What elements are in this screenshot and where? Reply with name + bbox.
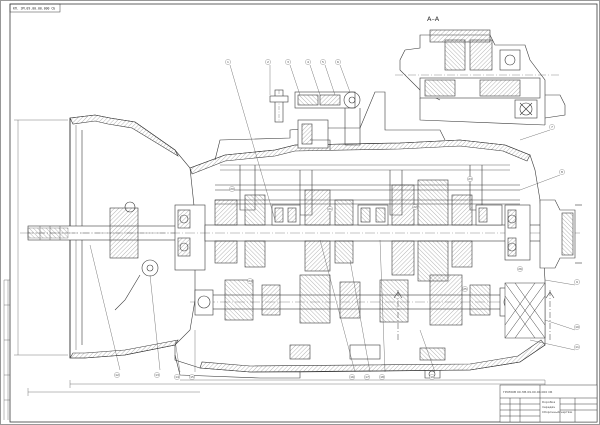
callout-number: 20: [230, 187, 234, 191]
gear-main-7: [451, 194, 473, 226]
callout-marker: [574, 344, 580, 350]
gear-main-6: [417, 179, 449, 226]
counter-gear-7: [469, 284, 491, 316]
corner-stamp-text: КП. ЗМ.09.00.00.000 СБ: [13, 7, 55, 11]
callout-marker: [247, 278, 253, 284]
callout-marker: [559, 169, 565, 175]
callout-marker: [517, 266, 523, 272]
callout-marker: [225, 59, 231, 65]
callout-number: 21: [328, 207, 332, 211]
oil-pan: [174, 354, 301, 379]
callout-marker: [327, 206, 333, 212]
callout-number: 2: [267, 60, 269, 64]
callout-marker: [229, 186, 235, 192]
counter-gear-1: [224, 279, 254, 321]
callout-number: 14: [175, 375, 179, 379]
section-a-a-label: А–А: [427, 15, 440, 23]
callout-number: 6: [337, 60, 339, 64]
corner-stamp: КП. ЗМ.09.00.00.000 СБ: [9, 3, 61, 13]
callout-marker: [265, 59, 271, 65]
callout-marker: [349, 374, 355, 380]
callout-marker: [379, 374, 385, 380]
callout-number: 22: [413, 205, 417, 209]
callout-number: 16: [350, 375, 354, 379]
callout-number: 1: [227, 60, 229, 64]
callout-marker: [335, 59, 341, 65]
callout-marker: [467, 176, 473, 182]
callout-number: 23: [468, 177, 472, 181]
callout-marker: [462, 286, 468, 292]
callout-marker: [574, 279, 580, 285]
shift-ball: [343, 91, 361, 109]
bell-housing-wall-hatch: [69, 114, 179, 157]
callout-marker: [305, 59, 311, 65]
counter-gear-6: [429, 274, 463, 326]
release-fork-pivot: [124, 201, 136, 213]
callout-number: 19: [430, 375, 434, 379]
callout-marker: [412, 204, 418, 210]
callout-number: 24: [248, 279, 252, 283]
callout-number: 3: [287, 60, 289, 64]
counter-gear-3: [299, 274, 331, 324]
callout-marker: [549, 124, 555, 130]
callout-number: 25: [463, 287, 467, 291]
callout-number: 15: [190, 375, 194, 379]
callout-marker: [429, 374, 435, 380]
callout-marker: [189, 374, 195, 380]
left-binding-strip: [3, 279, 10, 420]
inner-frame: [9, 3, 598, 423]
callout-number: 26: [518, 267, 522, 271]
section-a-a-view: А–А: [395, 15, 566, 126]
callout-number: 8: [561, 170, 563, 174]
callout-marker: [154, 372, 160, 378]
callout-number: 4: [307, 60, 309, 64]
callout-number: 11: [575, 345, 579, 349]
callout-marker: [320, 59, 326, 65]
title-name-line-3: Сборочный чертёж: [542, 410, 573, 414]
callout-number: 7: [551, 125, 553, 129]
callout-marker: [285, 59, 291, 65]
dimension-lines: [14, 119, 546, 396]
leader-lines: [89, 64, 576, 373]
gear-main-5: [391, 184, 415, 226]
callout-number: 13: [155, 373, 159, 377]
gear-main-4: [334, 199, 354, 226]
counter-gear-5: [379, 279, 409, 323]
callout-marker: [114, 372, 120, 378]
callout-number: 17: [365, 375, 369, 379]
gear-main-3: [304, 189, 331, 226]
callout-number: 10: [575, 325, 579, 329]
gear-main-2: [244, 194, 266, 226]
callout-number: 12: [115, 373, 119, 377]
counter-gear-2: [261, 284, 281, 316]
callout-number: 9: [576, 280, 578, 284]
title-name-line-1: Коробка: [542, 400, 555, 404]
callout-number: 5: [322, 60, 324, 64]
gear-main-1: [214, 199, 238, 226]
callout-marker: [364, 374, 370, 380]
callout-marker: [174, 374, 180, 380]
title-block: ГРОМОВ 00.ЗМ.09.00.00.000 СБ Коробка пер…: [499, 384, 598, 423]
callout-marker: [574, 324, 580, 330]
gearbox-section-view: [20, 89, 582, 379]
reverse-idler: [504, 282, 546, 339]
callout-number: 18: [380, 375, 384, 379]
title-block-code: ГРОМОВ 00.ЗМ.09.00.00.000 СБ: [503, 390, 552, 394]
counter-gear-4: [339, 281, 361, 319]
title-name-line-2: передач: [542, 405, 555, 409]
